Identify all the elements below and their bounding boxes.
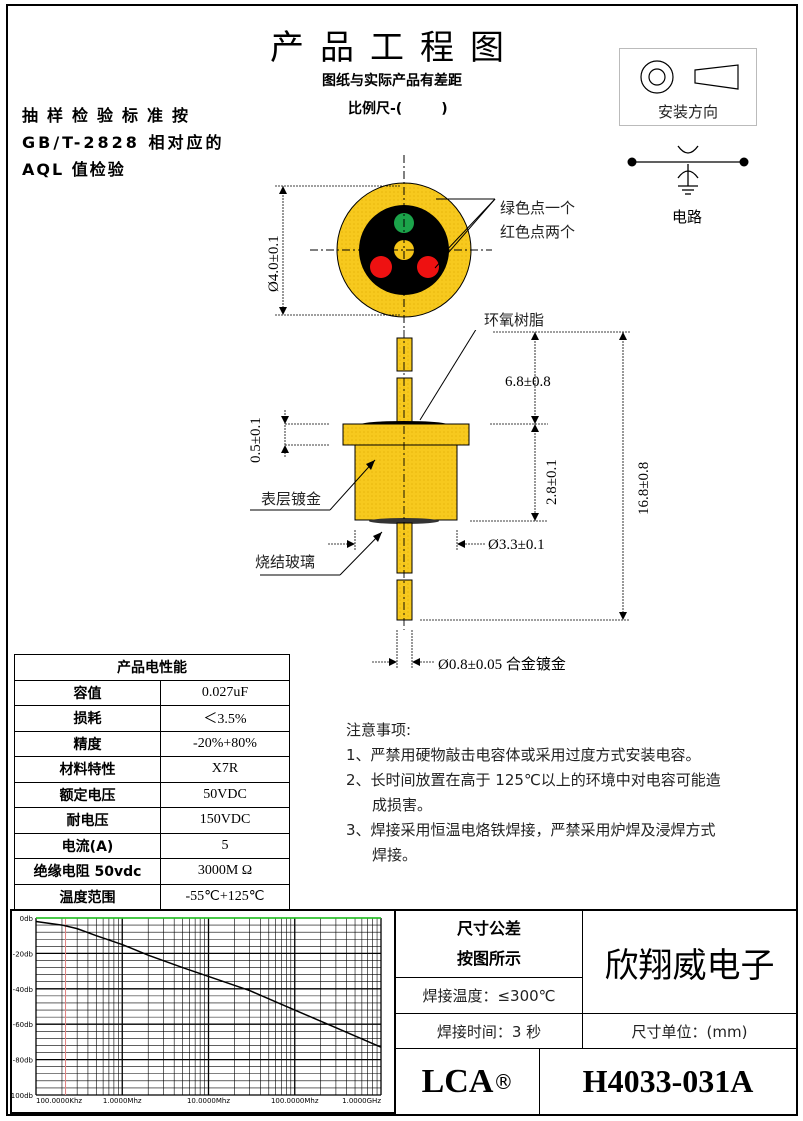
capacitor-circuit-icon: [627, 145, 749, 195]
spec-value: -55℃+125℃: [160, 883, 290, 910]
red-dot: [370, 256, 392, 278]
svg-text:1.0000Mhz: 1.0000Mhz: [103, 1097, 142, 1105]
body-diameter-dim: Ø3.3±0.1: [488, 537, 545, 553]
total-length-dim: 16.8±0.8: [636, 461, 652, 515]
spec-table-title: 产品电性能: [14, 654, 290, 681]
sampling-note: 抽样检验标准按 GB/T-2828 相对应的 AQL 值检验: [22, 102, 227, 183]
spec-key: 损耗: [14, 705, 161, 732]
note-item: 3、焊接采用恒温电烙铁焊接，严禁采用炉焊及浸焊方式: [346, 821, 716, 839]
note-item: 成损害。: [372, 796, 433, 814]
body-height-dim: 2.8±0.1: [544, 459, 560, 505]
notes-heading: 注意事项:: [346, 721, 412, 739]
tolerance-cell: 尺寸公差 按图所示: [396, 911, 582, 977]
red-dot: [417, 256, 439, 278]
spec-key: 额定电压: [14, 781, 161, 808]
page-title: 产品工程图: [270, 28, 520, 68]
svg-text:0db: 0db: [20, 915, 34, 923]
solder-temp-cell: 焊接温度：≤300℃: [396, 977, 582, 1013]
glass-label: 烧结玻璃: [255, 553, 316, 571]
epoxy-label: 环氧树脂: [484, 311, 545, 329]
spec-value: ＜3.5%: [160, 705, 290, 732]
logo-cell: LCA®: [396, 1048, 539, 1114]
green-dot-label: 绿色点一个: [500, 199, 576, 217]
table-row: 温度范围-55℃+125℃: [14, 883, 290, 910]
spec-value: 50VDC: [160, 781, 290, 808]
svg-text:10.0000Mhz: 10.0000Mhz: [187, 1097, 230, 1105]
unit-cell: 尺寸单位：(mm): [582, 1013, 796, 1048]
install-direction-box: 安装方向: [619, 48, 757, 126]
part-number: H4033-031A: [539, 1048, 796, 1114]
registered-mark: ®: [493, 1069, 514, 1094]
top-view-drawing: [275, 155, 496, 330]
side-view-drawing: [250, 330, 630, 668]
notes: 注意事项: 1、严禁用硬物敲击电容体或采用过度方式安装电容。 2、长时间放置在高…: [346, 718, 721, 868]
spec-key: 温度范围: [14, 883, 161, 910]
lead-length-dim: 6.8±0.8: [505, 374, 551, 390]
svg-text:-80db: -80db: [13, 1057, 34, 1065]
svg-text:1.0000GHz: 1.0000GHz: [342, 1097, 381, 1105]
company-name: 欣翔威电子: [582, 911, 796, 1013]
spec-value: -20%+80%: [160, 730, 290, 757]
solder-time-cell: 焊接时间：3 秒: [396, 1013, 582, 1048]
surface-label: 表层镀金: [261, 490, 322, 508]
svg-text:100.0000Khz: 100.0000Khz: [36, 1097, 82, 1105]
spec-value: 5: [160, 832, 290, 859]
spec-key: 容值: [14, 679, 161, 706]
spec-key: 材料特性: [14, 756, 161, 783]
sampling-line-1: 抽样检验标准按: [22, 106, 198, 125]
sampling-line-2: GB/T-2828 相对应的: [22, 133, 225, 152]
spec-value: 0.027uF: [160, 679, 290, 706]
sampling-line-3: AQL 值检验: [22, 160, 126, 179]
spec-value: 150VDC: [160, 807, 290, 834]
insertion-loss-chart: 0db -20db -40db -60db -80db -100db100.0000Khz…: [10, 909, 394, 1114]
chart-plot: 0db -20db -40db -60db -80db -100db100.0000Khz…: [12, 915, 382, 1105]
svg-text:-100db: -100db: [12, 1092, 34, 1100]
svg-text:-60db: -60db: [13, 1021, 34, 1029]
svg-text:-40db: -40db: [13, 986, 34, 994]
table-row: 损耗＜3.5%: [14, 705, 290, 732]
title-block: 尺寸公差 按图所示 焊接温度：≤300℃ 欣翔威电子 焊接时间：3 秒 尺寸单位…: [394, 909, 798, 1116]
svg-text:-20db: -20db: [13, 950, 34, 958]
outer-diameter-dim: Ø4.0±0.1: [266, 235, 282, 292]
subtitle: 图纸与实际产品有差距: [322, 73, 462, 89]
red-dot-label: 红色点两个: [500, 223, 576, 241]
scale-label: 比例尺-( ): [348, 101, 448, 117]
svg-text:100.0000Mhz: 100.0000Mhz: [271, 1097, 319, 1105]
spec-key: 电流(A): [14, 832, 161, 859]
tolerance-line-2: 按图所示: [456, 949, 521, 968]
table-row: 电流(A)5: [14, 832, 290, 859]
spec-key: 精度: [14, 730, 161, 757]
lead-diameter-dim: Ø0.8±0.05 合金镀金: [438, 657, 566, 673]
spec-value: 3000M Ω: [160, 858, 290, 885]
tolerance-line-1: 尺寸公差: [456, 919, 521, 938]
note-item: 1、严禁用硬物敲击电容体或采用过度方式安装电容。: [346, 746, 701, 764]
spec-key: 绝缘电阻 50vdc: [14, 858, 161, 885]
note-item: 焊接。: [372, 846, 418, 864]
flange-thickness-dim: 0.5±0.1: [248, 417, 264, 463]
logo: LCA: [421, 1062, 494, 1100]
spec-key: 耐电压: [14, 807, 161, 834]
spec-value: X7R: [160, 756, 290, 783]
note-item: 2、长时间放置在高于 125℃以上的环境中对电容可能造: [346, 771, 721, 789]
table-row: 精度-20%+80%: [14, 730, 290, 757]
circuit-label: 电路: [672, 208, 703, 226]
install-direction-icon: [640, 60, 739, 94]
install-direction-label: 安装方向: [657, 103, 718, 121]
